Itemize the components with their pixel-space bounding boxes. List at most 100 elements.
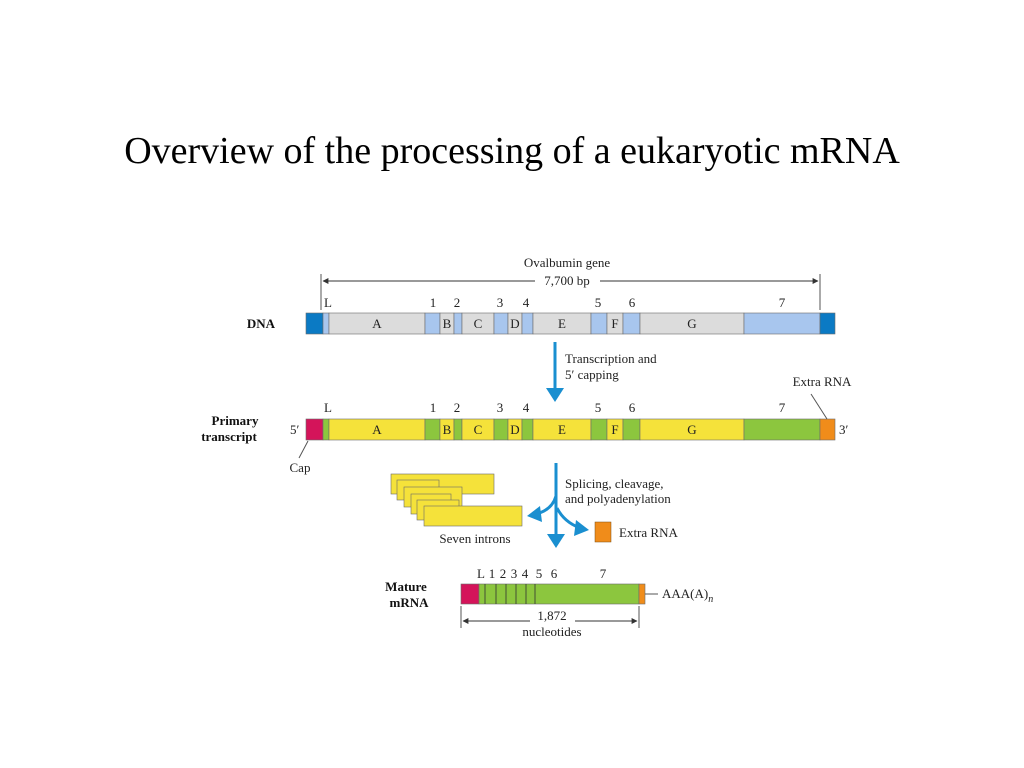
primary-exon-label-6: 6: [629, 400, 636, 415]
primary-3-end: [819, 418, 836, 441]
dna-intron-label-G: G: [687, 316, 696, 331]
primary-intron-label-B: B: [443, 422, 452, 437]
gene-length: 7,700 bp: [544, 273, 590, 288]
dna-exon-label-1: 1: [430, 295, 437, 310]
primary-exon-label-7: 7: [779, 400, 786, 415]
cap-pointer: [298, 440, 309, 459]
five-prime-label: 5′: [290, 422, 300, 437]
extra-rna-pointer: [810, 393, 828, 420]
dna-intron-label-A: A: [372, 316, 382, 331]
mature-polya-tail: [638, 583, 646, 605]
mature-exons: [478, 583, 640, 605]
primary-transcript-bar: [305, 418, 836, 441]
gene-name: Ovalbumin gene: [524, 255, 611, 270]
mature-exon-label-7: 7: [600, 566, 607, 581]
cap-label: Cap: [290, 460, 311, 475]
mature-exon-label-5: 5: [536, 566, 543, 581]
primary-intron-labels: A B C D E F G: [372, 422, 696, 437]
dna-exon-label-4: 4: [523, 295, 530, 310]
step1-line2: 5′ capping: [565, 367, 619, 382]
primary-intron-label-E: E: [558, 422, 566, 437]
dna-exon-label-2: 2: [454, 295, 461, 310]
extra-rna-callout: Extra RNA: [793, 374, 852, 389]
primary-intron-label-D: D: [510, 422, 519, 437]
primary-exon-5: [590, 418, 608, 441]
dna-3-end: [819, 312, 836, 335]
splicing-arrow-right-head: [574, 520, 589, 536]
slide-title: Overview of the processing of a eukaryot…: [124, 130, 900, 172]
primary-exon-label-1: 1: [430, 400, 437, 415]
dna-intron-label-B: B: [443, 316, 452, 331]
primary-intron-label-G: G: [687, 422, 696, 437]
primary-exon-3: [493, 418, 509, 441]
dna-exon-6: [622, 312, 641, 335]
dna-exon-4: [521, 312, 534, 335]
dna-exon-7: [743, 312, 821, 335]
primary-5-end: [305, 418, 324, 441]
intron-fragment-6: [423, 505, 523, 527]
primary-intron-label-A: A: [372, 422, 382, 437]
dna-5-end: [305, 312, 324, 335]
mature-row-label-2: mRNA: [390, 595, 430, 610]
dna-exon-5: [590, 312, 608, 335]
dna-intron-label-E: E: [558, 316, 566, 331]
mature-mrna-bar: [460, 583, 646, 605]
primary-exon-L: [322, 418, 330, 441]
primary-exon-labels: L 1 2 3 4 5 6 7: [324, 400, 786, 415]
transcription-arrow-head: [546, 388, 564, 402]
mature-cap: [460, 583, 480, 605]
primary-exon-label-2: 2: [454, 400, 461, 415]
splicing-arrow-left-head: [527, 506, 542, 522]
dna-exon-labels: L 1 2 3 4 5 6 7: [324, 295, 786, 310]
three-prime-label: 3′: [839, 422, 849, 437]
dna-exon-2: [453, 312, 463, 335]
primary-exon-1: [424, 418, 441, 441]
dna-exon-label-3: 3: [497, 295, 504, 310]
dna-exon-3: [493, 312, 509, 335]
polya-tail-label: AAA(A)n: [662, 586, 713, 605]
splicing-arrow-head: [547, 534, 565, 548]
mature-length-unit: nucleotides: [522, 624, 581, 639]
seven-introns-stack: [390, 473, 523, 527]
mature-length: 1,872: [537, 608, 566, 623]
primary-row-label-1: Primary: [212, 413, 259, 428]
dna-exon-label-5: 5: [595, 295, 602, 310]
dna-intron-label-F: F: [611, 316, 618, 331]
dna-exon-L: [322, 312, 330, 335]
dna-exon-1: [424, 312, 441, 335]
dna-intron-label-C: C: [474, 316, 483, 331]
primary-exon-label-5: 5: [595, 400, 602, 415]
primary-exon-6: [622, 418, 641, 441]
mature-exon-label-2: 2: [500, 566, 507, 581]
dna-bar: [305, 312, 836, 335]
mature-row-label-1: Mature: [385, 579, 427, 594]
dna-exon-label-L: L: [324, 295, 332, 310]
step2-line2: and polyadenylation: [565, 491, 671, 506]
extra-rna-product-label: Extra RNA: [619, 525, 678, 540]
primary-exon-label-4: 4: [523, 400, 530, 415]
extra-rna-product: [594, 521, 612, 543]
primary-exon-label-L: L: [324, 400, 332, 415]
primary-intron-label-F: F: [611, 422, 618, 437]
dna-intron-labels: A B C D E F G: [372, 316, 696, 331]
dna-intron-label-D: D: [510, 316, 519, 331]
mature-exon-label-1: 1: [489, 566, 496, 581]
dna-exon-label-6: 6: [629, 295, 636, 310]
mature-exon-label-3: 3: [511, 566, 518, 581]
step2-line1: Splicing, cleavage,: [565, 476, 664, 491]
mature-exon-label-L: L: [477, 566, 485, 581]
dna-exon-label-7: 7: [779, 295, 786, 310]
step1-line1: Transcription and: [565, 351, 657, 366]
primary-intron-label-C: C: [474, 422, 483, 437]
primary-exon-2: [453, 418, 463, 441]
seven-introns-label: Seven introns: [439, 531, 510, 546]
primary-row-label-2: transcript: [201, 429, 257, 444]
primary-exon-4: [521, 418, 534, 441]
primary-exon-7: [743, 418, 821, 441]
primary-exon-label-3: 3: [497, 400, 504, 415]
mature-exon-label-6: 6: [551, 566, 558, 581]
mature-exon-label-4: 4: [522, 566, 529, 581]
dna-row-label: DNA: [247, 316, 276, 331]
